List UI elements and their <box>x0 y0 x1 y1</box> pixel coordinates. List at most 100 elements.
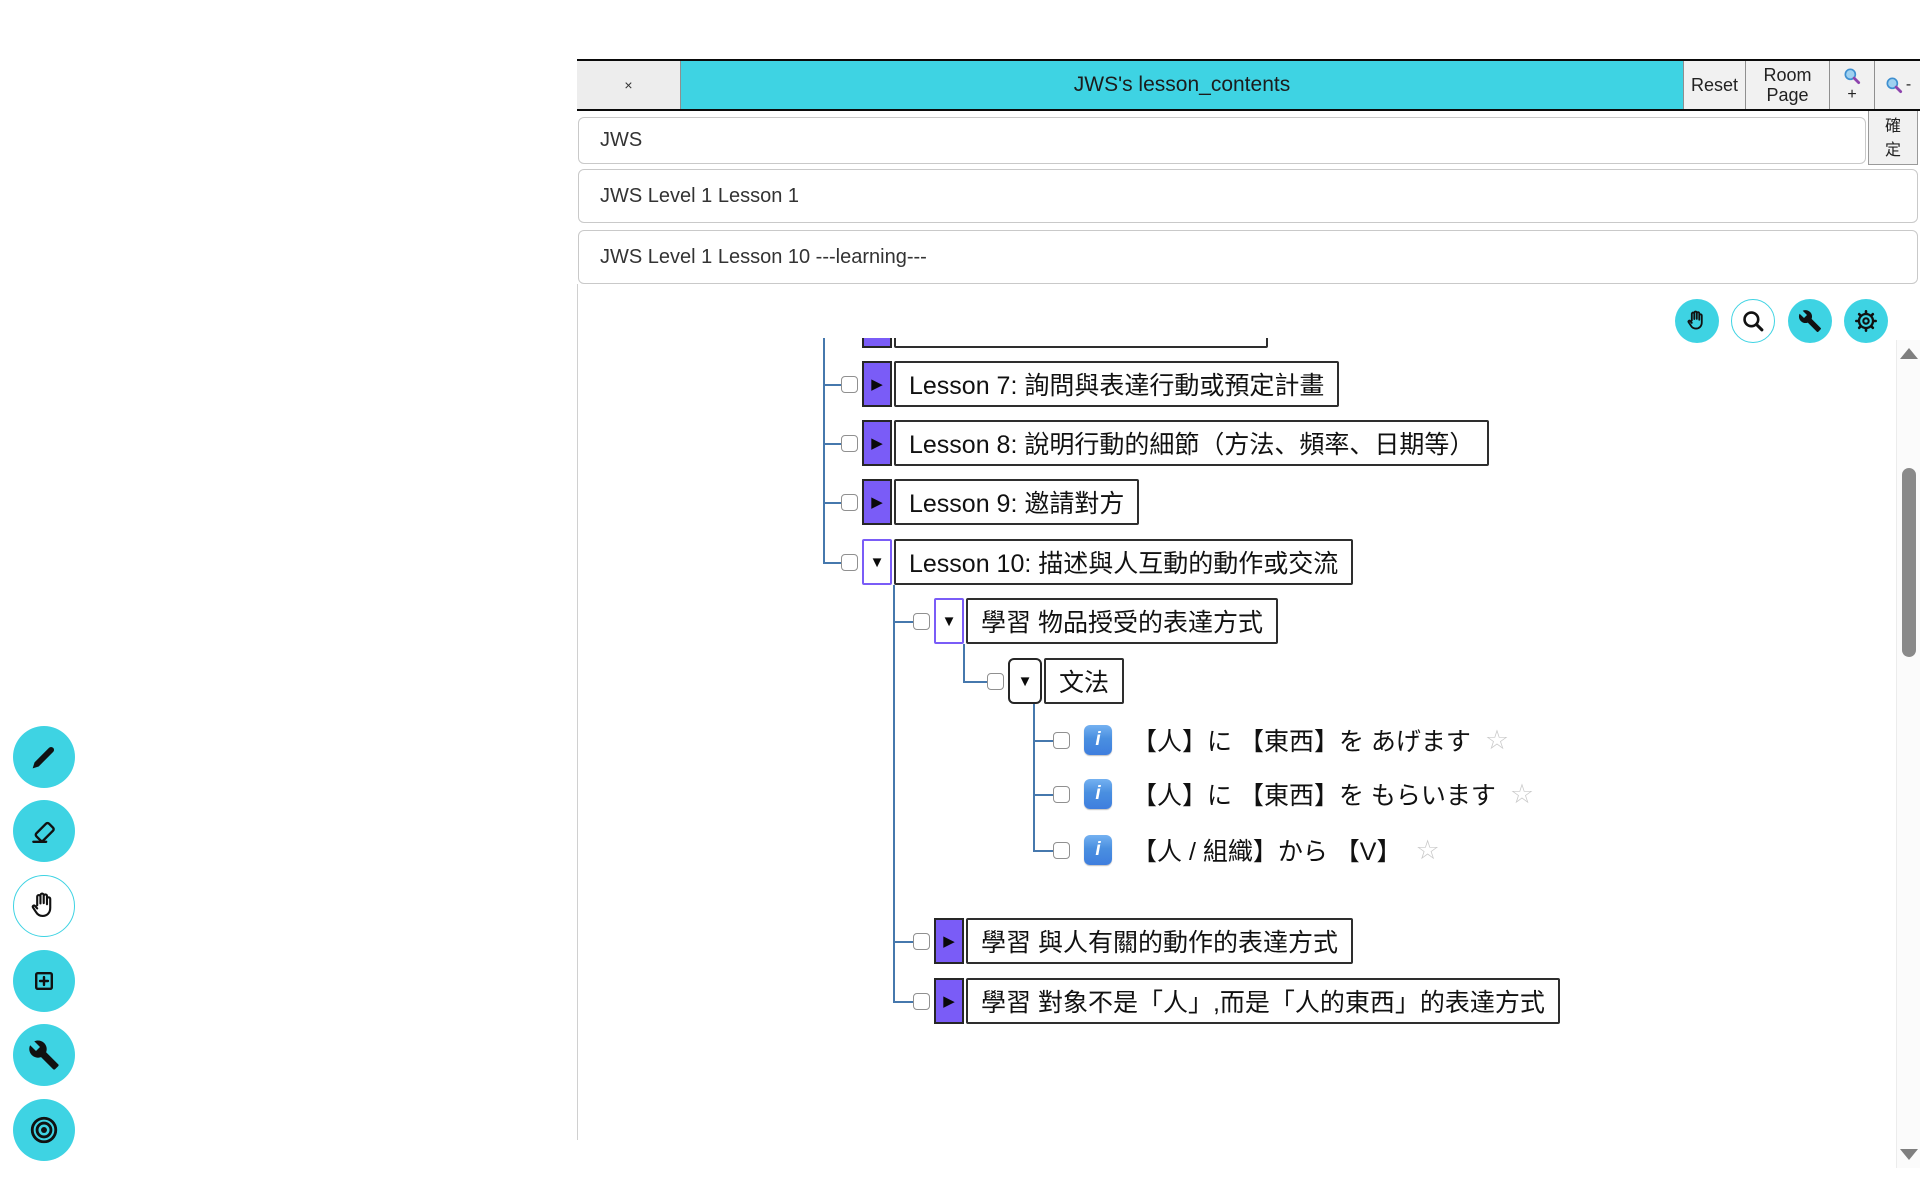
window-header: × JWS's lesson_contents Reset Room Page … <box>577 59 1920 111</box>
room-page-label-line2: Page <box>1766 85 1809 105</box>
lesson-tree-viewport: ▶ ▶ Lesson 7: 詢問與表達行動或預定計畫 ▶ Lesson 8: 說… <box>578 338 1894 1140</box>
eraser-tool-button[interactable] <box>13 800 75 862</box>
pan-hand-tool-button[interactable] <box>1675 299 1719 343</box>
tree-connector-line <box>893 621 913 623</box>
target-tool-button[interactable] <box>13 1099 75 1161</box>
hand-tool-button[interactable] <box>13 875 75 937</box>
node-label-box[interactable]: 學習 物品授受的表達方式 <box>966 598 1278 644</box>
node-label-box[interactable]: Lesson 9: 邀請對方 <box>894 479 1140 525</box>
wrench-icon <box>1798 310 1821 332</box>
expander-button[interactable]: ▼ <box>934 598 964 644</box>
star-icon[interactable]: ☆ <box>1415 834 1440 865</box>
add-frame-tool-button[interactable] <box>13 950 75 1012</box>
tree-row-grammar-item2: i 【人】に 【東西】を もらいます ☆ <box>1053 771 1534 817</box>
breadcrumb-level2[interactable]: JWS Level 1 Lesson 10 ---learning--- <box>578 230 1918 284</box>
tree-connector-line <box>823 384 841 386</box>
tree-row-lesson10: ▼ Lesson 10: 描述與人互動的動作或交流 <box>841 539 1354 585</box>
pencil-tool-button[interactable] <box>13 726 75 788</box>
star-icon[interactable]: ☆ <box>1509 778 1535 809</box>
breadcrumb-root[interactable]: JWS <box>578 117 1866 164</box>
tree-row-lesson8: ▶ Lesson 8: 說明行動的細節（方法、頻率、日期等） <box>841 420 1490 466</box>
info-icon[interactable]: i <box>1084 725 1112 755</box>
node-checkbox[interactable] <box>913 992 930 1010</box>
node-label-box[interactable]: Lesson 10: 描述與人互動的動作或交流 <box>894 539 1354 585</box>
add-frame-icon <box>35 972 53 990</box>
tree-connector-line <box>823 338 825 564</box>
node-checkbox[interactable] <box>1053 785 1070 803</box>
node-checkbox[interactable] <box>841 434 858 452</box>
star-icon[interactable]: ☆ <box>1484 724 1510 755</box>
expander-button[interactable]: ▶ <box>862 479 892 525</box>
window-title: JWS's lesson_contents <box>681 61 1683 109</box>
gear-tool-button[interactable] <box>1844 299 1888 343</box>
wrench-tool-button[interactable] <box>13 1024 75 1086</box>
tree-connector-line <box>1033 794 1053 796</box>
zoom-out-minus-label: - <box>1905 76 1912 94</box>
grammar-item-label[interactable]: 【人】に 【東西】を あげます <box>1132 728 1471 756</box>
panel-left-border <box>577 284 578 1140</box>
confirm-button[interactable]: 確定 <box>1868 111 1918 165</box>
search-tool-button[interactable] <box>1731 299 1775 343</box>
close-button[interactable]: × <box>577 61 681 109</box>
tree-connector-line <box>1033 850 1053 852</box>
tree-row-learn-objects: ▶ 學習 對象不是「人」,而是「人的東西」的表達方式 <box>913 978 1560 1024</box>
grammar-item-label[interactable]: 【人】に 【東西】を もらいます <box>1132 782 1496 810</box>
zoom-out-magnifier-icon <box>1886 77 1902 94</box>
node-checkbox[interactable] <box>841 553 858 571</box>
hand-icon <box>1687 310 1703 330</box>
expander-button[interactable]: ▶ <box>934 918 964 964</box>
zoom-in-button[interactable]: + <box>1829 61 1874 109</box>
node-checkbox[interactable] <box>1053 841 1070 859</box>
scroll-up-arrow[interactable] <box>1900 348 1918 359</box>
tree-row-grammar-item3: i 【人 / 組織】から 【V】 ☆ <box>1053 827 1440 873</box>
breadcrumb-level1[interactable]: JWS Level 1 Lesson 1 <box>578 169 1918 223</box>
room-page-button[interactable]: Room Page <box>1745 61 1829 109</box>
tree-connector-line <box>893 585 895 1003</box>
node-checkbox[interactable] <box>913 612 930 630</box>
node-label-box[interactable]: 學習 對象不是「人」,而是「人的東西」的表達方式 <box>966 978 1560 1024</box>
zoom-out-button[interactable]: - <box>1874 61 1920 109</box>
expander-button[interactable]: ▼ <box>1008 658 1042 704</box>
expander-button[interactable]: ▶ <box>862 361 892 407</box>
tree-connector-line <box>893 941 913 943</box>
node-checkbox[interactable] <box>841 375 858 393</box>
pencil-icon <box>32 746 55 769</box>
grammar-item-label[interactable]: 【人 / 組織】から 【V】 <box>1132 838 1402 866</box>
tree-connector-line <box>1033 740 1053 742</box>
expander-button[interactable]: ▼ <box>862 539 892 585</box>
node-label-box[interactable]: Lesson 7: 詢問與表達行動或預定計畫 <box>894 361 1340 407</box>
scrollbar-thumb[interactable] <box>1902 468 1916 657</box>
expander-button[interactable]: ▶ <box>862 338 892 348</box>
tree-connector-line <box>823 502 841 504</box>
room-page-label-line1: Room <box>1763 64 1812 85</box>
vertical-scrollbar[interactable] <box>1896 340 1920 1168</box>
target-icon <box>30 1116 58 1144</box>
tree-connector-line <box>893 1001 913 1003</box>
tree-row-learn-actions: ▶ 學習 與人有關的動作的表達方式 <box>913 918 1353 964</box>
tree-connector-line <box>1033 704 1035 852</box>
node-checkbox[interactable] <box>987 672 1004 690</box>
node-checkbox[interactable] <box>913 932 930 950</box>
node-label-box[interactable]: 文法 <box>1044 658 1125 704</box>
node-checkbox[interactable] <box>841 493 858 511</box>
tree-connector-line <box>963 681 987 683</box>
search-icon <box>1743 311 1764 332</box>
settings-wrench-tool-button[interactable] <box>1788 299 1832 343</box>
node-label-box[interactable] <box>894 338 1268 348</box>
node-label-box[interactable]: Lesson 8: 說明行動的細節（方法、頻率、日期等） <box>894 420 1490 466</box>
tree-row-learn-giving: ▼ 學習 物品授受的表達方式 <box>913 598 1278 644</box>
zoom-in-plus-label: + <box>1847 86 1857 104</box>
node-checkbox[interactable] <box>1053 731 1070 749</box>
scroll-down-arrow[interactable] <box>1900 1149 1918 1160</box>
node-label-box[interactable]: 學習 與人有關的動作的表達方式 <box>966 918 1353 964</box>
expander-button[interactable]: ▶ <box>934 978 964 1024</box>
tree-connector-line <box>823 443 841 445</box>
gear-icon <box>1855 310 1877 332</box>
expander-button[interactable]: ▶ <box>862 420 892 466</box>
hand-icon <box>31 892 52 917</box>
reset-button[interactable]: Reset <box>1683 61 1745 109</box>
info-icon[interactable]: i <box>1084 835 1112 865</box>
tree-row-lesson9: ▶ Lesson 9: 邀請對方 <box>841 479 1140 525</box>
tree-connector-line <box>963 644 965 683</box>
info-icon[interactable]: i <box>1084 779 1112 809</box>
